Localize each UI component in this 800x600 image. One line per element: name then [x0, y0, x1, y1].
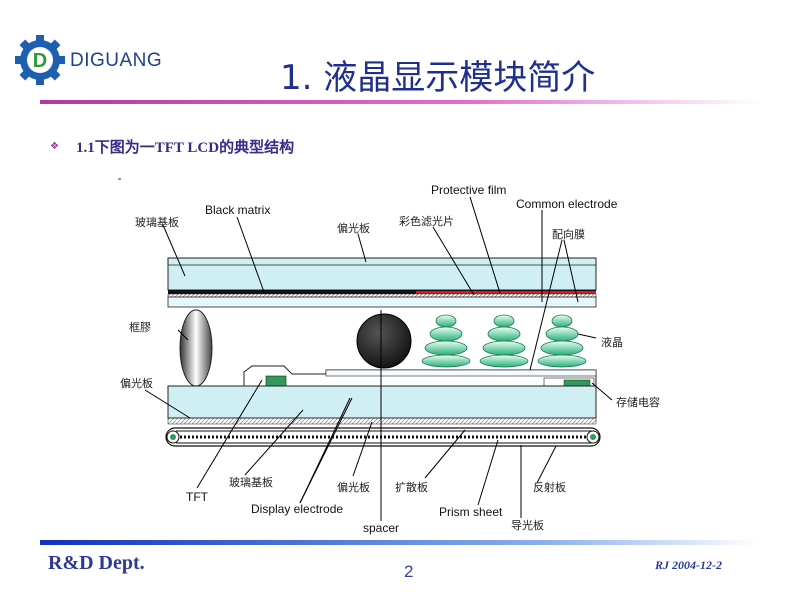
- top-glass-substrate: [167, 257, 597, 291]
- color-filter-layer: [416, 291, 596, 294]
- label-light-guide: 导光板: [511, 518, 544, 532]
- label-reflector: 反射板: [533, 480, 566, 494]
- title-divider: [40, 100, 760, 104]
- footer-divider: [40, 540, 760, 545]
- label-spacer: spacer: [363, 521, 399, 535]
- label-liquid-crystal: 液晶: [601, 335, 623, 349]
- label-color-filter: 彩色滤光片: [399, 214, 454, 228]
- footer-department: R&D Dept.: [48, 552, 145, 574]
- page-title: 1. 液晶显示模块简介: [280, 58, 596, 98]
- frame-glue: [179, 309, 213, 387]
- black-matrix-layer: [168, 290, 596, 294]
- label-polarizer-left: 偏光板: [120, 376, 153, 390]
- brand-name: DIGUANG: [70, 50, 163, 71]
- label-display-electrode: Display electrode: [251, 502, 343, 516]
- diguang-gear-logo-icon: D: [15, 35, 65, 85]
- label-protective-film: Protective film: [431, 183, 506, 197]
- footer-date: RJ 2004-12-2: [655, 558, 722, 572]
- label-polarizer-top: 偏光板: [337, 221, 370, 235]
- label-alignment-film: 配向膜: [552, 227, 585, 241]
- leader-lines: [144, 196, 613, 521]
- spacer-ball: [356, 313, 412, 369]
- label-frame-glue: 框膠: [129, 321, 151, 334]
- label-prism-sheet: Prism sheet: [439, 505, 503, 519]
- label-common-electrode: Common electrode: [516, 197, 618, 211]
- label-glass-substrate-bottom: 玻璃基板: [229, 475, 273, 489]
- label-diffuser: 扩散板: [395, 480, 428, 494]
- logo-letter: D: [33, 50, 47, 72]
- diamond-bullet-icon: ❖: [50, 141, 59, 152]
- liquid-crystal-molecules: [421, 314, 587, 368]
- label-storage-capacitor: 存储电容: [616, 395, 660, 409]
- bottom-glass-substrate: [167, 385, 597, 419]
- label-tft: TFT: [186, 490, 209, 504]
- label-polarizer-bottom: 偏光板: [337, 480, 370, 494]
- label-glass-substrate-top: 玻璃基板: [135, 215, 179, 229]
- section-subtitle: 1.1下图为一TFT LCD的典型结构: [76, 140, 295, 156]
- label-black-matrix: Black matrix: [205, 203, 270, 217]
- page-number: 2: [404, 562, 414, 581]
